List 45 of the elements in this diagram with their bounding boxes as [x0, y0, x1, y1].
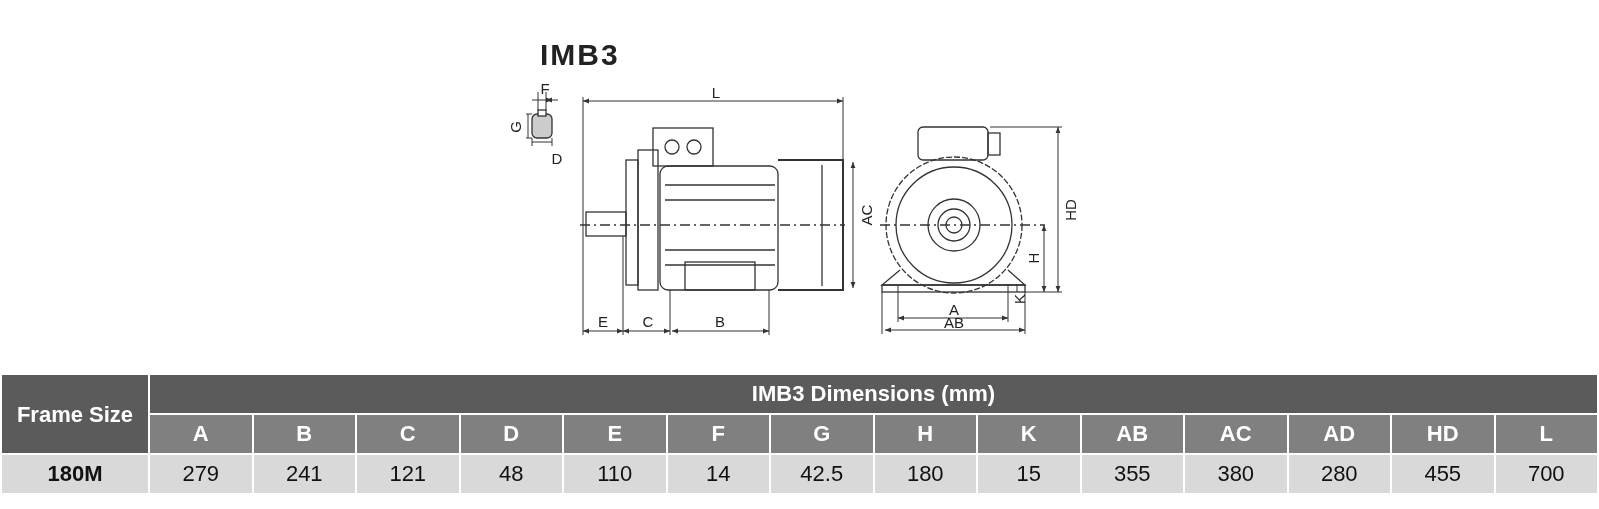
- dimension-label: L: [711, 84, 721, 100]
- dimension-label: B: [715, 313, 725, 329]
- table-cell: 700: [1494, 454, 1598, 494]
- table-header-cell: HD: [1391, 414, 1495, 454]
- table-header-cell: H: [873, 414, 977, 454]
- table-header-cell: AB: [1080, 414, 1184, 454]
- table-header-cell: A: [149, 414, 253, 454]
- table-cell: 241: [252, 454, 356, 494]
- table-cell: 15: [977, 454, 1081, 494]
- dimension-label: HD: [1062, 199, 1078, 221]
- dimension-label: A: [949, 301, 959, 317]
- table-header-cell: L: [1494, 414, 1598, 454]
- table-cell: 110: [563, 454, 667, 494]
- dimension-label: E: [598, 313, 608, 329]
- table-header-cell: IMB3 Dimensions (mm): [149, 374, 1598, 414]
- table-cell: 180: [873, 454, 977, 494]
- table-header-cell: D: [459, 414, 563, 454]
- dimension-label: K: [1011, 294, 1027, 304]
- table-header-cell: G: [770, 414, 874, 454]
- table-header-cell: AC: [1184, 414, 1288, 454]
- dimension-label: G: [507, 121, 523, 133]
- dimension-label: AB: [944, 314, 964, 330]
- table-cell: 14: [666, 454, 770, 494]
- dimension-label: H: [1025, 252, 1041, 264]
- table-header-cell: B: [252, 414, 356, 454]
- dimension-label: D: [551, 150, 563, 166]
- table-cell: 48: [459, 454, 563, 494]
- dimension-label: C: [642, 313, 654, 329]
- table-cell: 280: [1287, 454, 1391, 494]
- table-header-cell: C: [356, 414, 460, 454]
- table-cell: 42.5: [770, 454, 874, 494]
- table-header-cell: K: [977, 414, 1081, 454]
- dimension-label: F: [540, 80, 550, 96]
- dimension-label: AC: [858, 204, 874, 226]
- table-cell: 380: [1184, 454, 1288, 494]
- table-cell: 355: [1080, 454, 1184, 494]
- table-header-cell: AD: [1287, 414, 1391, 454]
- table-header-cell: Frame Size: [1, 374, 149, 454]
- table-cell: 279: [149, 454, 253, 494]
- table-header-cell: F: [666, 414, 770, 454]
- table-cell: 121: [356, 454, 460, 494]
- table-cell: 180M: [1, 454, 149, 494]
- table-header-cell: E: [563, 414, 667, 454]
- table-cell: 455: [1391, 454, 1495, 494]
- drawing-title: IMB3: [540, 38, 620, 72]
